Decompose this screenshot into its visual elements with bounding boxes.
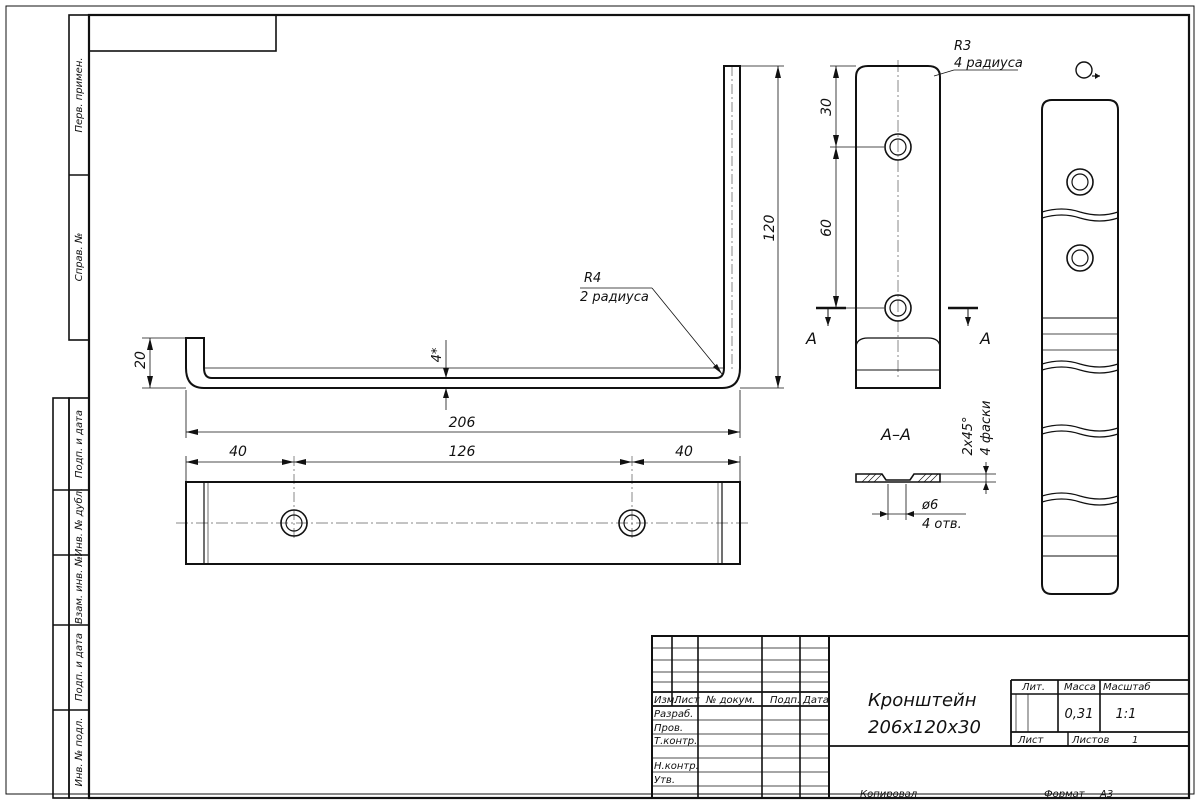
- hole-count: 4 отв.: [922, 517, 962, 532]
- title-block: Изм. Лист № докум. Подп. Дата Разраб. Пр…: [651, 635, 1190, 800]
- sheet-border: [5, 5, 1195, 795]
- scale-value: 1:1: [1116, 707, 1137, 722]
- role-norm-control: Н.контр.: [654, 761, 699, 772]
- copied-label: Копировал: [860, 789, 918, 800]
- sheets-label: Листов: [1071, 735, 1109, 746]
- developed-view: [1041, 61, 1119, 595]
- hdr-sheet: Лист: [673, 695, 701, 706]
- part-name: Кронштейн: [868, 690, 977, 711]
- top-stamp-box: [88, 14, 277, 52]
- side-label-sign-date-1: Подп. и дата: [74, 410, 85, 478]
- side-label-sign-date-2: Подп. и дата: [74, 633, 85, 701]
- side-label-orig-inv: Инв. № подл.: [74, 718, 85, 787]
- front-view: 120 20 4* 206 R4 2 радиуса: [133, 65, 784, 438]
- section-label-left: А: [805, 329, 817, 348]
- radius-r3-count: 4 радиуса: [954, 56, 1023, 71]
- side-view: 30 60 А А R3 4 радиуса: [805, 39, 1023, 389]
- side-column: Перв. примен. Справ. № Подп. и дата Инв.…: [52, 14, 90, 799]
- section-title: А–А: [880, 425, 911, 444]
- section-view: А–А ø6 4 отв. 2х45° 4 фаски: [855, 401, 996, 532]
- hdr-date: Дата: [802, 695, 829, 706]
- format-value: А3: [1099, 789, 1113, 800]
- scale-label: Масштаб: [1103, 681, 1151, 693]
- side-label-ref-no: Справ. №: [74, 233, 85, 282]
- radius-r3: R3: [954, 39, 971, 54]
- hdr-sign: Подп.: [770, 695, 800, 706]
- dim-plan-right-40: 40: [675, 444, 693, 460]
- dim-height-120: 120: [762, 215, 778, 242]
- plan-view: 40 126 40: [176, 444, 750, 565]
- side-hole-top: [884, 133, 912, 161]
- side-hole-bottom: [884, 294, 912, 322]
- dim-plan-left-40: 40: [229, 444, 247, 460]
- role-approved: Утв.: [654, 775, 675, 786]
- dim-length-206: 206: [449, 415, 476, 431]
- dim-thickness: 4*: [430, 347, 445, 362]
- side-label-first-use: Перв. примен.: [74, 57, 85, 132]
- bracket-profile: [185, 65, 741, 389]
- dim-flange-20: 20: [133, 351, 149, 369]
- radius-r4-count: 2 радиуса: [580, 290, 649, 305]
- part-designation: 206х120х30: [868, 717, 981, 738]
- dev-hole-1: [1066, 168, 1094, 196]
- side-label-replace-inv: Взам. инв. №: [74, 556, 85, 624]
- hole-diameter: ø6: [921, 498, 938, 513]
- dim-side-60: 60: [819, 219, 835, 237]
- format-label: Формат: [1044, 789, 1086, 800]
- hdr-doc-no: № докум.: [705, 695, 755, 706]
- hdr-change: Изм.: [654, 695, 678, 706]
- role-developer: Разраб.: [654, 708, 693, 720]
- side-label-dup-inv: Инв. № дубл.: [73, 488, 85, 556]
- dim-plan-middle-126: 126: [449, 444, 476, 460]
- sheet-label: Лист: [1017, 735, 1045, 746]
- sheets-value: 1: [1132, 735, 1138, 746]
- dev-hole-2: [1066, 244, 1094, 272]
- chamfer-size: 2х45°: [961, 416, 976, 455]
- lit-label: Лит.: [1021, 682, 1045, 693]
- unfold-symbol: [1075, 61, 1100, 79]
- radius-r4: R4: [584, 271, 601, 286]
- role-tech-control: Т.контр.: [654, 736, 697, 747]
- mass-label: Масса: [1064, 682, 1096, 693]
- mass-value: 0,31: [1065, 707, 1094, 722]
- chamfer-count: 4 фаски: [979, 401, 994, 456]
- dim-side-30: 30: [819, 98, 835, 116]
- role-checker: Пров.: [654, 723, 683, 734]
- section-label-right: А: [979, 329, 991, 348]
